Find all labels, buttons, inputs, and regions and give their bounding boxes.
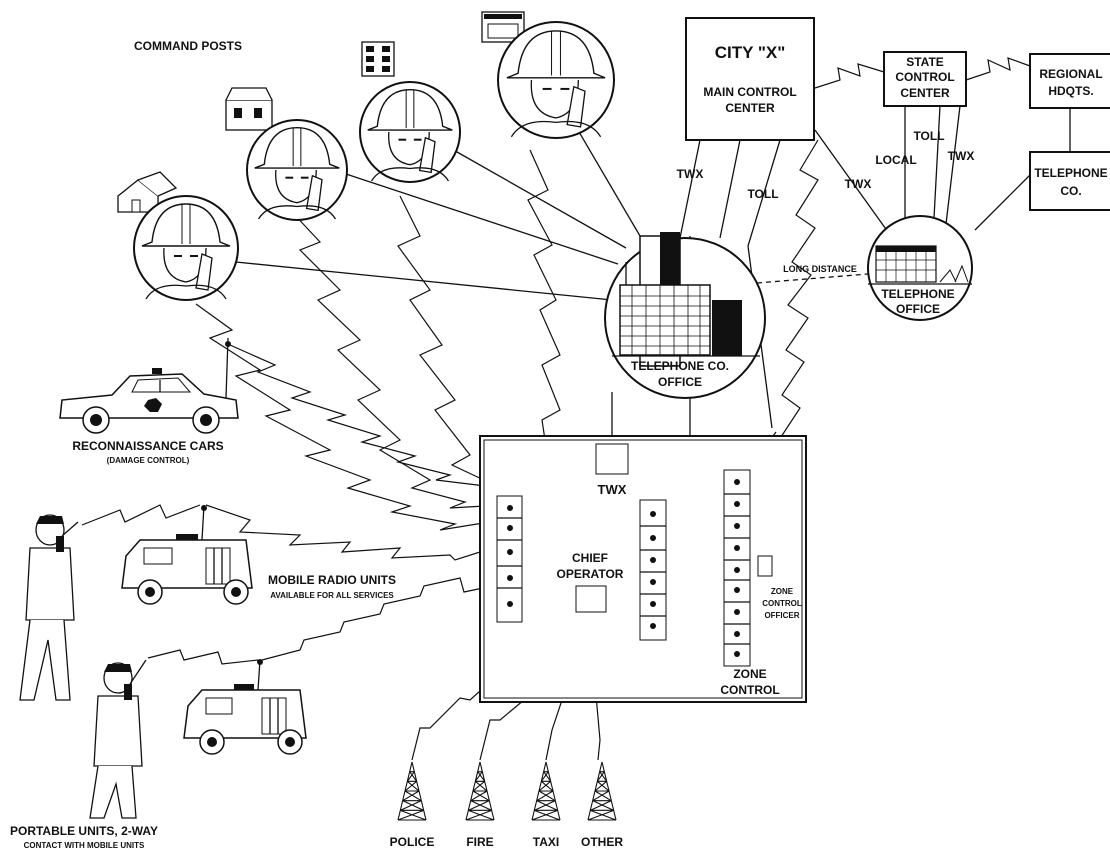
chief-operator-desk: [576, 586, 606, 612]
telephone-switch-panel: [640, 500, 666, 640]
command-posts-title: COMMAND POSTS: [134, 39, 242, 53]
building-icon-small: [226, 88, 272, 130]
portable-unit-person-2: [90, 660, 146, 818]
tower-taxi: TAXI: [532, 762, 560, 849]
state-l2: CONTROL: [895, 70, 954, 84]
portable-l2: CONTACT WITH MOBILE UNITS: [24, 841, 145, 850]
city-title: CITY "X": [715, 43, 786, 62]
zone-officer-box: [758, 556, 772, 576]
link-twx-left: TWX: [677, 167, 704, 181]
tower-label-police: POLICE: [390, 835, 435, 849]
tel-office-main-l1: TELEPHONE CO.: [631, 359, 729, 373]
tower-other: OTHER: [581, 762, 623, 849]
tower-label-other: OTHER: [581, 835, 623, 849]
link-long-distance: LONG DISTANCE: [783, 264, 857, 274]
regional-hdqts: [1030, 54, 1110, 108]
link-twx-mid: TWX: [845, 177, 872, 191]
zone-officer-l1: ZONE: [771, 587, 794, 596]
regional-l2: HDQTS.: [1048, 84, 1093, 98]
radio-towers: POLICE FIRE TAXI OTHER: [390, 762, 624, 849]
mobile-radio-van-icon-1: [122, 505, 252, 604]
switchboard-panel: [497, 496, 522, 622]
link-toll-right: TOLL: [913, 129, 944, 143]
recon-l1: RECONNAISSANCE CARS: [72, 439, 223, 453]
command-post-portrait-1: [134, 196, 238, 300]
link-twx-right: TWX: [948, 149, 975, 163]
tel-office-right-l1: TELEPHONE: [881, 287, 954, 301]
twx-terminal: [596, 444, 628, 474]
command-post-portrait-3: [360, 82, 460, 182]
reconnaissance-car-icon: [60, 338, 238, 433]
tel-office-main-l2: OFFICE: [658, 375, 702, 389]
city-sub2: CENTER: [725, 101, 775, 115]
tel-office-right-l2: OFFICE: [896, 302, 940, 316]
regional-l1: REGIONAL: [1039, 67, 1102, 81]
state-l1: STATE: [906, 55, 944, 69]
zone-officer-l3: OFFICER: [764, 611, 799, 620]
zone-control-panel: [724, 470, 750, 666]
building-icon-office: [362, 42, 394, 76]
tower-label-fire: FIRE: [466, 835, 493, 849]
mobile-l1: MOBILE RADIO UNITS: [268, 573, 396, 587]
portable-l1: PORTABLE UNITS, 2-WAY: [10, 824, 158, 838]
zone-control-l1: ZONE: [733, 667, 766, 681]
tower-police: POLICE: [390, 762, 435, 849]
tower-fire: FIRE: [466, 762, 494, 849]
tower-label-taxi: TAXI: [533, 835, 559, 849]
command-post-portrait-4: [498, 22, 614, 138]
telephone-company-box: [1030, 152, 1110, 210]
portable-unit-person-1: [20, 515, 78, 700]
mobile-radio-van-icon-2: [184, 659, 306, 754]
command-post-portrait-2: [247, 120, 347, 220]
twx-box-label: TWX: [598, 482, 627, 497]
telephone-co-office-illustration: [605, 232, 765, 398]
state-l3: CENTER: [900, 86, 950, 100]
zone-officer-l2: CONTROL: [762, 599, 802, 608]
chief-l2: OPERATOR: [557, 567, 624, 581]
city-sub1: MAIN CONTROL: [703, 85, 796, 99]
zone-control-l2: CONTROL: [720, 683, 779, 697]
chief-l1: CHIEF: [572, 551, 608, 565]
mobile-l2: AVAILABLE FOR ALL SERVICES: [270, 591, 394, 600]
phone-co-l1: TELEPHONE: [1034, 166, 1107, 180]
link-toll-center: TOLL: [747, 187, 778, 201]
phone-co-l2: CO.: [1060, 184, 1081, 198]
link-local: LOCAL: [875, 153, 916, 167]
city-main-control-center: [686, 18, 814, 140]
recon-l2: (DAMAGE CONTROL): [107, 456, 190, 465]
